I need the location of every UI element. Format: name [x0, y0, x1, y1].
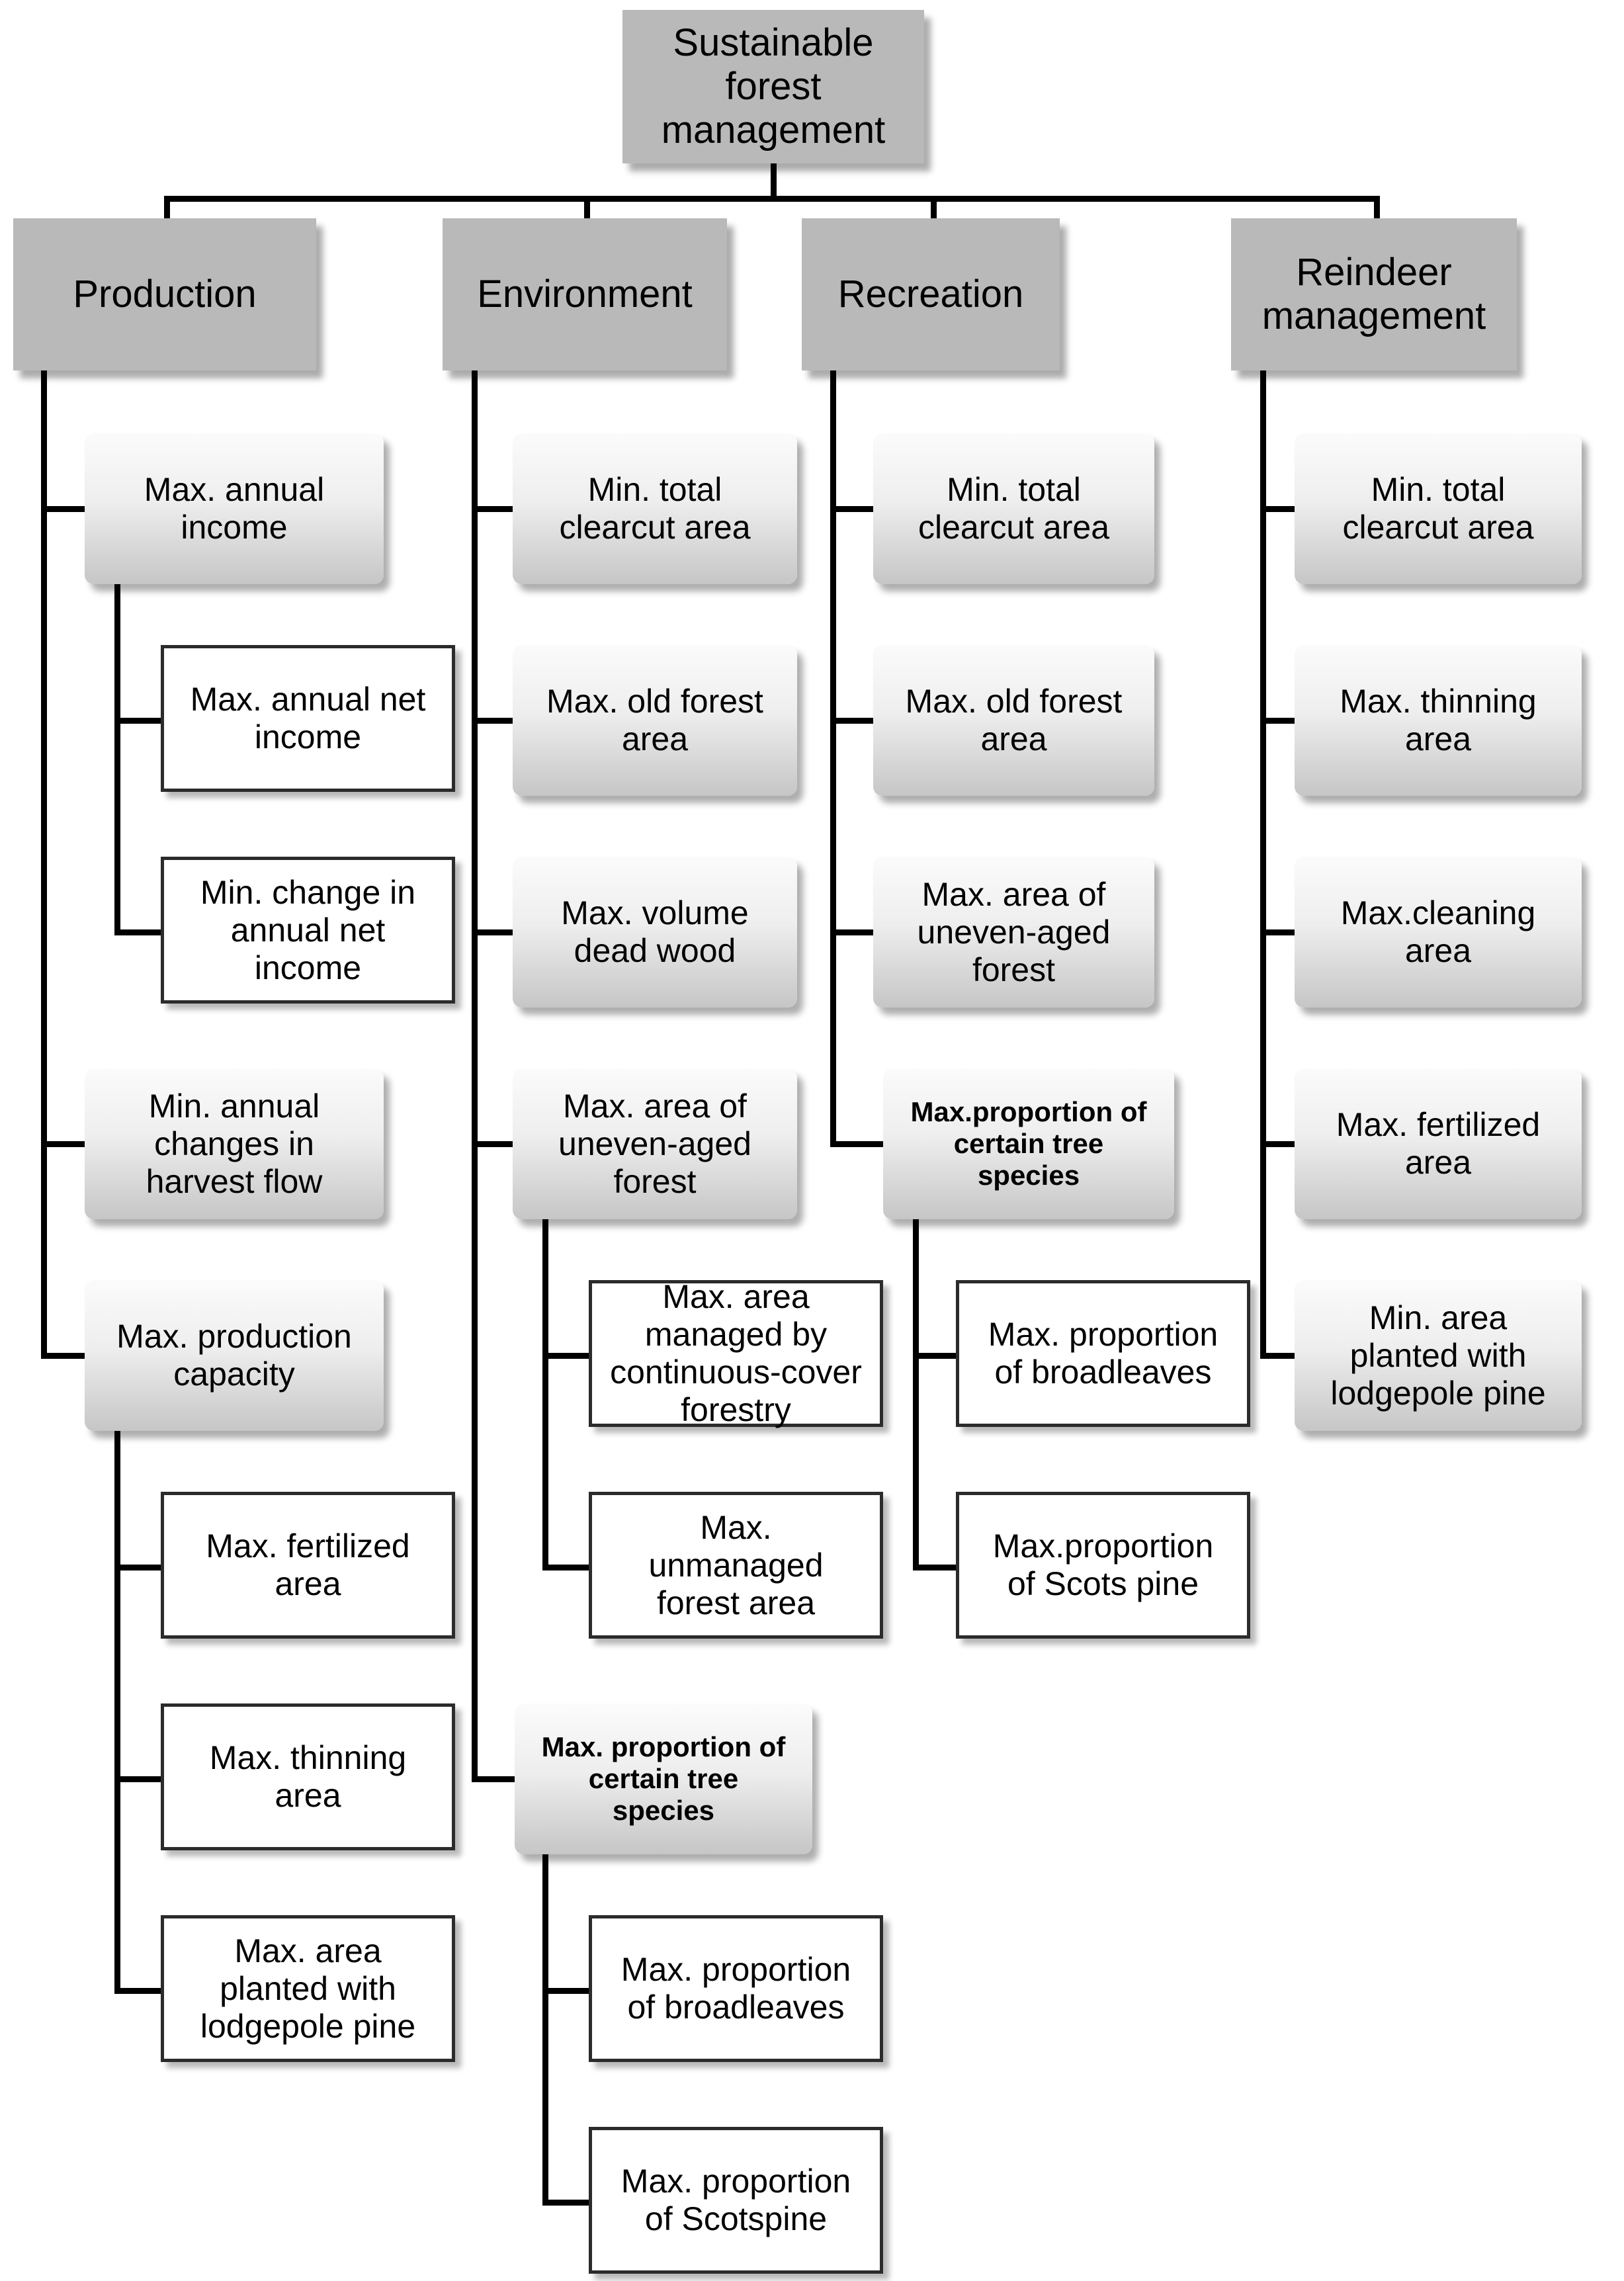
- node-min-area-lodgepole-pine-reindeer: Min. area planted with lodgepole pine: [1295, 1280, 1582, 1431]
- connector-stub: [114, 929, 164, 935]
- node-min-change-annual-net-income: Min. change in annual net income: [161, 857, 455, 1004]
- node-environment: Environment: [443, 218, 727, 370]
- connector-stub: [913, 1353, 959, 1359]
- connector-tree-species-trunk: [542, 1852, 548, 2206]
- connector-stub: [1260, 718, 1298, 724]
- node-min-total-clearcut-area-environment: Min. total clearcut area: [513, 433, 797, 584]
- node-min-annual-changes-harvest-flow: Min. annual changes in harvest flow: [85, 1068, 384, 1219]
- connector-stub: [830, 929, 876, 935]
- connector-stub: [114, 1776, 164, 1782]
- node-max-thinning-area-production: Max. thinning area: [161, 1703, 455, 1850]
- connector-stub: [41, 1141, 87, 1147]
- connector-rec-species-trunk: [913, 1217, 919, 1571]
- connector-stub: [1260, 1141, 1298, 1147]
- connector-stub: [542, 1988, 592, 1994]
- connector-stub: [41, 1353, 87, 1359]
- node-max-cleaning-area-reindeer: Max.cleaning area: [1295, 857, 1582, 1008]
- node-max-area-lodgepole-pine-production: Max. area planted with lodgepole pine: [161, 1915, 455, 2062]
- node-max-old-forest-area-recreation: Max. old forest area: [873, 645, 1154, 796]
- connector-environment-trunk: [472, 369, 478, 1782]
- connector-stub: [472, 718, 516, 724]
- connector-recreation-trunk: [830, 369, 836, 1147]
- connector-drop-production: [164, 196, 170, 221]
- connector-stub: [114, 718, 164, 724]
- connector-uneven-aged-trunk: [542, 1217, 548, 1571]
- node-max-proportion-scots-pine-recreation: Max.proportion of Scots pine: [956, 1492, 1250, 1639]
- node-reindeer-management: Reindeer management: [1231, 218, 1517, 370]
- node-max-fertilized-area-production: Max. fertilized area: [161, 1492, 455, 1639]
- node-min-total-clearcut-area-recreation: Min. total clearcut area: [873, 433, 1154, 584]
- node-sustainable-forest-management: Sustainable forest management: [622, 10, 924, 163]
- connector-prod-capacity-trunk: [114, 1429, 120, 1994]
- node-max-proportion-broadleaves-recreation: Max. proportion of broadleaves: [956, 1280, 1250, 1427]
- connector-stub: [913, 1565, 959, 1571]
- connector-stub: [542, 2200, 592, 2206]
- connector-drop-reindeer: [1374, 196, 1380, 221]
- node-max-fertilized-area-reindeer: Max. fertilized area: [1295, 1068, 1582, 1219]
- node-max-area-continuous-cover-forestry: Max. area managed by continuous-cover fo…: [589, 1278, 883, 1428]
- connector-stub: [830, 506, 876, 512]
- connector-stub: [472, 929, 516, 935]
- connector-stub: [41, 506, 87, 512]
- node-max-area-uneven-aged-forest-environment: Max. area of uneven-aged forest: [513, 1068, 797, 1219]
- connector-stub: [542, 1565, 592, 1571]
- connector-annual-income-trunk: [114, 581, 120, 935]
- connector-stub: [472, 1141, 516, 1147]
- connector-stub: [830, 718, 876, 724]
- connector-production-trunk: [41, 369, 47, 1358]
- connector-stub: [472, 1776, 518, 1782]
- node-max-proportion-scotspine-environment: Max. proportion of Scotspine: [589, 2127, 883, 2274]
- connector-stub: [114, 1565, 164, 1571]
- connector-stub: [1260, 929, 1298, 935]
- node-max-area-uneven-aged-forest-recreation: Max. area of uneven-aged forest: [873, 857, 1154, 1008]
- connector-stub: [830, 1141, 886, 1147]
- node-production: Production: [13, 218, 316, 370]
- node-max-annual-income: Max. annual income: [85, 433, 384, 584]
- node-max-old-forest-area-environment: Max. old forest area: [513, 645, 797, 796]
- node-max-proportion-broadleaves-environment: Max. proportion of broadleaves: [589, 1915, 883, 2062]
- node-max-production-capacity: Max. production capacity: [85, 1280, 384, 1431]
- connector-reindeer-trunk: [1260, 369, 1266, 1358]
- connector-stub: [542, 1353, 592, 1359]
- connector-stub: [1260, 1353, 1298, 1359]
- connector-drop-recreation: [931, 196, 937, 221]
- node-recreation: Recreation: [802, 218, 1060, 370]
- node-max-proportion-certain-tree-species-environment: Max. proportion of certain tree species: [515, 1703, 812, 1854]
- connector-stub: [114, 1988, 164, 1994]
- connector-stub: [1260, 506, 1298, 512]
- node-max-volume-dead-wood: Max. volume dead wood: [513, 857, 797, 1008]
- connector-root-vertical: [771, 163, 777, 201]
- node-max-proportion-certain-tree-species-recreation: Max.proportion of certain tree species: [883, 1068, 1174, 1219]
- node-min-total-clearcut-area-reindeer: Min. total clearcut area: [1295, 433, 1582, 584]
- connector-stub: [472, 506, 516, 512]
- connector-drop-environment: [584, 196, 590, 221]
- connector-top-bus: [164, 196, 1380, 202]
- node-max-thinning-area-reindeer: Max. thinning area: [1295, 645, 1582, 796]
- node-max-unmanaged-forest-area: Max. unmanaged forest area: [589, 1492, 883, 1639]
- node-max-annual-net-income: Max. annual net income: [161, 645, 455, 792]
